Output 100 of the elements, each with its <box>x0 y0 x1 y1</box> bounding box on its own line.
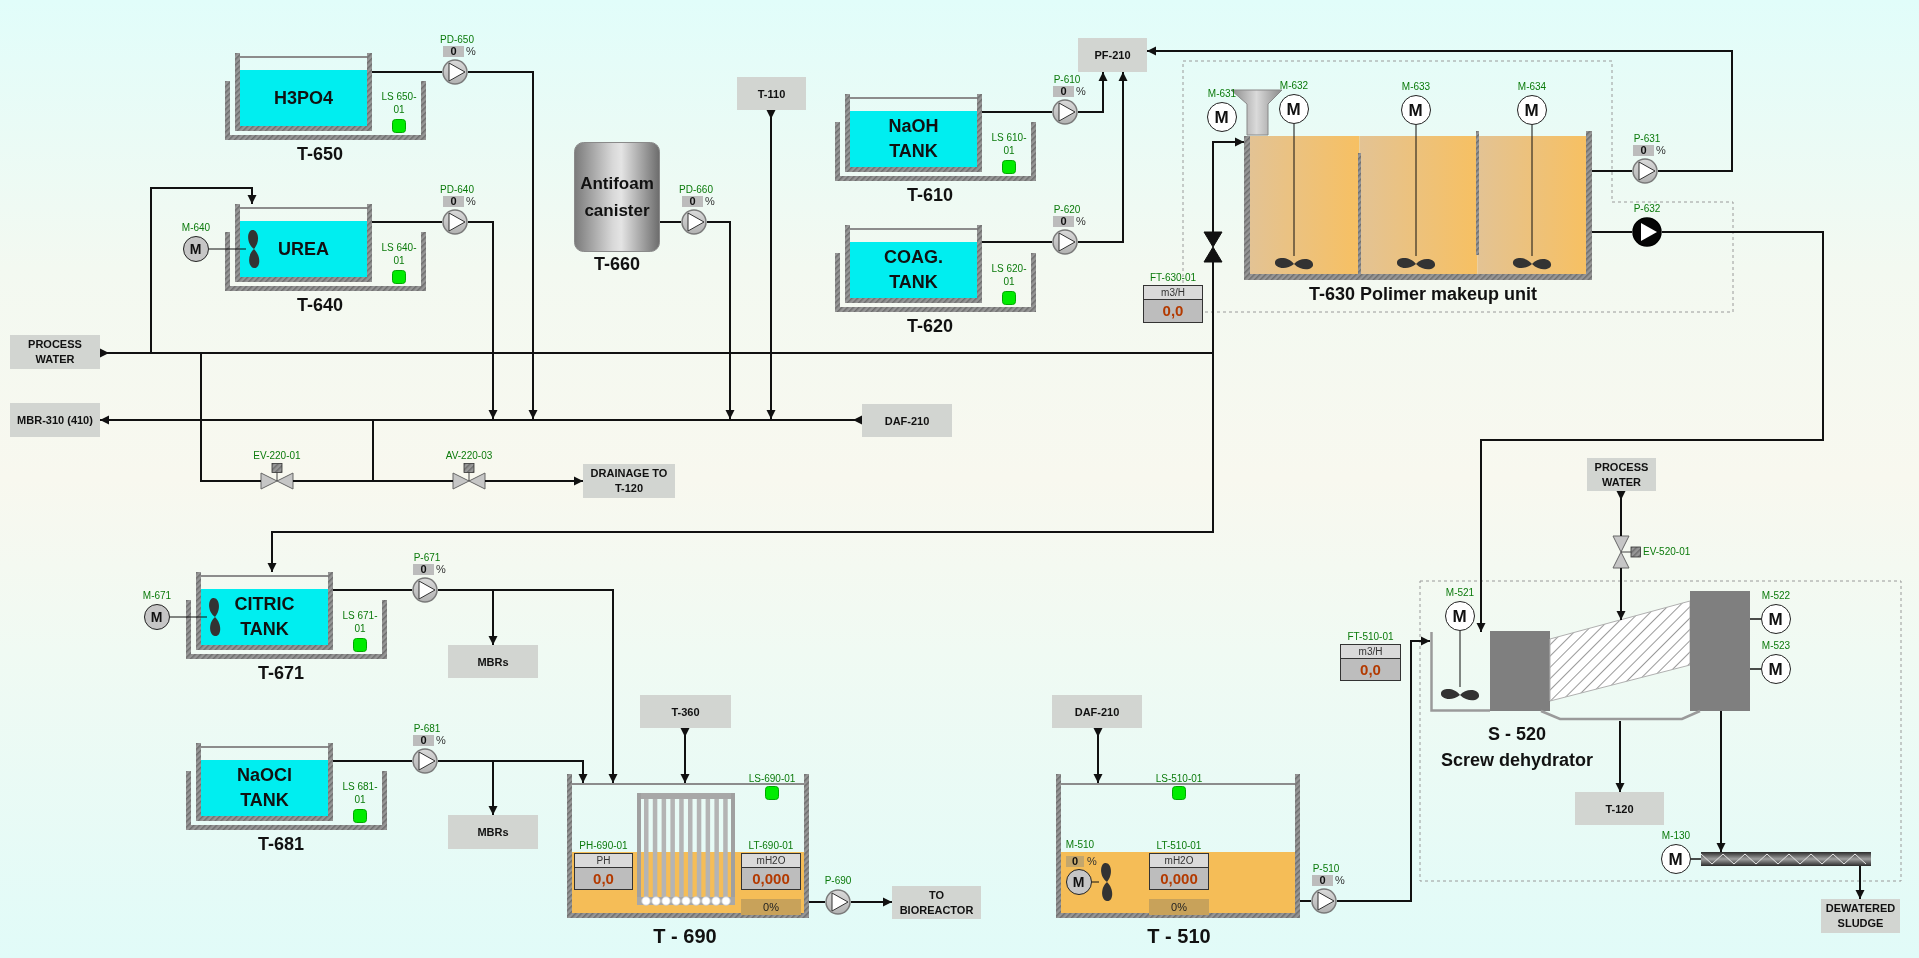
drive-shaft <box>208 248 247 250</box>
pump-symbol <box>1052 99 1078 125</box>
pipe-line <box>200 353 262 482</box>
pipe-line <box>332 589 413 591</box>
instrument-tag: LT-510-01 <box>1156 840 1202 852</box>
instrument-tag: PD-650 <box>440 34 474 46</box>
pipe-line <box>981 241 1053 243</box>
stream-label: DAF-210 <box>884 413 930 428</box>
feed-trough <box>1430 632 1490 712</box>
level-bar <box>1149 899 1209 915</box>
instrument-tag: M-521 <box>1445 587 1475 599</box>
pipe-line <box>371 221 443 223</box>
screw-conveyor <box>1701 852 1871 866</box>
agitator-propeller <box>1512 256 1552 272</box>
flow-arrow <box>1336 636 1431 902</box>
agitator-propeller <box>1396 256 1436 272</box>
flow-arrow <box>150 187 257 353</box>
equipment-tag: T-671 <box>258 662 304 684</box>
readout-value: 0,000 <box>751 869 791 889</box>
agitator-propeller <box>1099 862 1115 902</box>
pump-symbol <box>1311 888 1337 914</box>
percent-readout: 0 <box>1312 875 1333 886</box>
equipment-tag: T-620 <box>907 315 953 337</box>
pump-symbol <box>681 209 707 235</box>
unit-label: % <box>466 45 476 57</box>
pipe-line <box>981 111 1053 113</box>
equipment-description: Screw dehydrator <box>1440 749 1594 771</box>
agitator-propeller <box>1274 256 1314 272</box>
stream-box <box>892 886 981 919</box>
instrument-tag: M-632 <box>1279 80 1309 92</box>
instrument-tag: M-130 <box>1661 830 1691 842</box>
level-switch-tag: LS 620-01 <box>990 262 1028 288</box>
pump-symbol <box>1632 217 1662 247</box>
equipment-tag: T-650 <box>297 143 343 165</box>
drive-shaft <box>1415 124 1417 257</box>
tank-content-label: Antifoam canister <box>579 173 655 222</box>
stream-box <box>640 695 731 728</box>
unit-label: % <box>1087 855 1097 867</box>
unit-label: m3/H <box>1144 286 1202 300</box>
unit-label: m3/H <box>1341 645 1400 659</box>
level-switch-tag: LS 650-01 <box>380 90 418 116</box>
equipment-tag: T-681 <box>258 833 304 855</box>
motor-symbol <box>144 604 170 630</box>
instrument-tag: P-690 <box>824 875 852 887</box>
instrument-tag: P-620 <box>1053 204 1081 216</box>
stream-box <box>1587 458 1656 491</box>
stream-box <box>10 403 100 437</box>
pipe-line <box>1299 900 1312 902</box>
flow-arrow <box>1077 71 1108 113</box>
valve-symbol <box>453 463 485 489</box>
motor-symbol <box>1761 604 1791 634</box>
motor-label: M <box>1768 660 1783 677</box>
equipment-tag: T - 690 <box>653 924 717 948</box>
tank-content-label: COAG. TANK <box>883 246 944 294</box>
drive-shaft <box>169 616 208 618</box>
pump-symbol <box>1632 158 1658 184</box>
pipe-line <box>659 221 682 223</box>
unit-label: % <box>1335 874 1345 886</box>
pump-symbol <box>412 577 438 603</box>
drive-shaft <box>1091 881 1100 883</box>
percent-readout: 0 <box>1633 145 1654 156</box>
motor-label: M <box>189 240 202 257</box>
flow-arrow <box>204 352 1214 573</box>
tank-content-label: NaOH TANK <box>887 115 940 163</box>
stream-label: DAF-210 <box>1074 704 1120 719</box>
instrument-tag: M-522 <box>1761 590 1791 602</box>
motor-symbol <box>1661 844 1691 874</box>
stream-label: DRAINAGE TO T-120 <box>590 466 668 496</box>
motor-label: M <box>150 608 163 625</box>
flow-arrow <box>99 415 373 425</box>
level-percent: 0% <box>763 900 779 914</box>
motor-symbol <box>183 236 209 262</box>
level-switch-tag: LS 681-01 <box>341 780 379 806</box>
motor-symbol <box>1445 601 1475 631</box>
stream-box <box>737 77 806 110</box>
unit-label: mH2O <box>742 854 800 868</box>
stream-label: PROCESS WATER <box>1594 459 1649 490</box>
stream-box <box>862 404 952 437</box>
level-bar <box>741 899 801 915</box>
instrument-tag: M-640 <box>181 222 211 234</box>
stream-label: PROCESS WATER <box>27 337 83 367</box>
instrument-tag: FT-630-01 <box>1149 272 1197 284</box>
flow-arrow <box>99 348 126 358</box>
measurement-display <box>1149 853 1209 890</box>
level-switch-tag: LS-510-01 <box>1155 773 1203 784</box>
level-percent: 0% <box>1171 900 1187 914</box>
percent-readout: 0 <box>413 735 434 746</box>
pipe-line <box>332 760 413 762</box>
pipe-line <box>372 420 454 482</box>
motor-symbol <box>1517 95 1547 125</box>
measurement-display <box>741 853 801 890</box>
instrument-tag: M-671 <box>142 590 172 602</box>
level-switch-tag: LS-690-01 <box>748 773 796 784</box>
level-switch-tag: LS 671-01 <box>341 609 379 635</box>
stream-label: DEWATERED SLUDGE <box>1825 901 1896 931</box>
instrument-tag: P-631 <box>1633 133 1661 145</box>
equipment-tag: T-660 <box>594 253 640 275</box>
instrument-tag: AV-220-03 <box>445 450 493 462</box>
stream-label: T-360 <box>670 704 701 719</box>
instrument-tag: EV-520-01 <box>1643 546 1691 558</box>
